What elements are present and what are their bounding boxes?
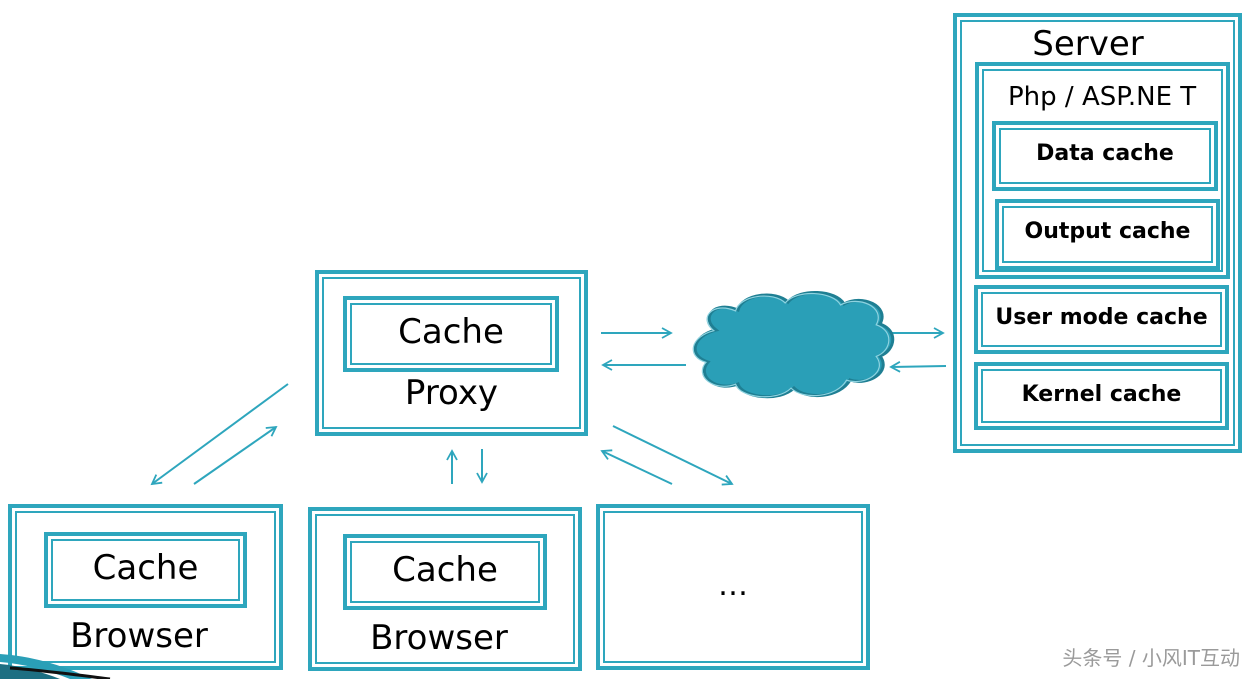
browser-2-label: Browser: [370, 618, 508, 658]
proxy-label: Proxy: [404, 373, 499, 413]
server-title: Server: [1032, 24, 1144, 64]
arrow-server-to-cloud: [889, 361, 947, 373]
watermark: 头条号 / 小风IT互动: [1062, 646, 1240, 670]
browser-2-cache-box: [343, 534, 547, 610]
output-cache-label: Output cache: [1024, 219, 1191, 244]
data-cache-box: [992, 121, 1218, 191]
user-mode-cache-label: User mode cache: [995, 305, 1208, 330]
kernel-cache-box: [974, 362, 1229, 430]
app-label: Php / ASP.NE T: [1008, 82, 1197, 112]
output-cache-box: [995, 199, 1220, 270]
arrow-proxy-to-more: [612, 425, 734, 486]
browser-2-cache-label: Cache: [392, 550, 498, 590]
proxy-cache-label: Cache: [398, 312, 504, 352]
internet-cloud-icon: [692, 290, 895, 399]
arrow-browser-1-to-proxy: [193, 425, 278, 485]
user-mode-cache-box: [974, 285, 1229, 354]
data-cache-label: Data cache: [1036, 141, 1174, 166]
browser-1-label: Browser: [70, 616, 208, 656]
browser-1-cache-box: [44, 532, 247, 608]
arrow-more-to-proxy: [600, 449, 673, 485]
more-clients-label: …: [718, 568, 748, 603]
corner-swoosh-icon: [0, 654, 111, 679]
kernel-cache-label: Kernel cache: [1021, 382, 1182, 407]
proxy-cache-box: [343, 296, 559, 372]
arrow-proxy-to-browser-1: [150, 383, 289, 486]
browser-1-cache-label: Cache: [92, 548, 199, 588]
more-clients-box: [596, 504, 870, 670]
